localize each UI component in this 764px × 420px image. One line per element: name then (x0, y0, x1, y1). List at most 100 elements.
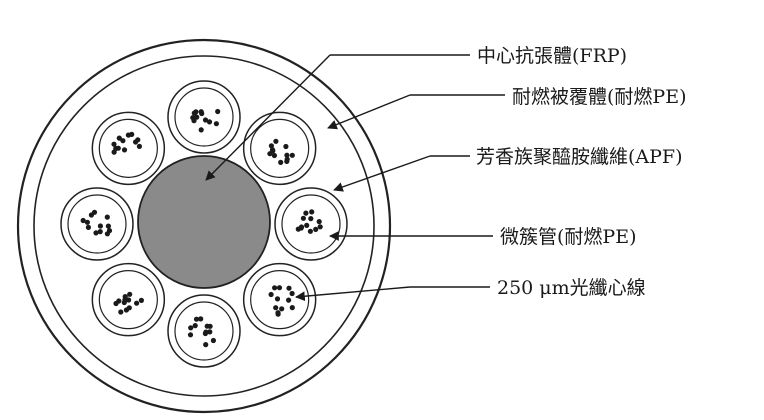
optical-fiber (80, 217, 86, 224)
microtube-inner-3 (281, 194, 341, 254)
optical-fiber (215, 108, 221, 115)
microtube-inner-5 (174, 301, 234, 361)
optical-fiber (191, 118, 197, 124)
optical-fiber (286, 285, 292, 291)
label-frp: 中心抗張體(FRP) (477, 45, 627, 67)
optical-fiber (273, 305, 279, 311)
microtube-inner-6 (98, 270, 158, 330)
microtube-inner-2 (250, 118, 310, 178)
optical-fiber (113, 300, 119, 307)
optical-fiber (121, 299, 127, 306)
optical-fiber (286, 297, 292, 303)
optical-fiber (122, 294, 128, 300)
optical-fiber (126, 297, 132, 303)
optical-fiber (202, 117, 209, 123)
optical-fiber (88, 212, 94, 218)
microtube-outer-5 (167, 294, 241, 368)
leader-aramid-arrow (333, 155, 431, 192)
microtube-outer-4 (242, 262, 317, 337)
optical-fiber (135, 137, 141, 143)
microtube-inner-1 (174, 87, 234, 147)
optical-fiber (111, 141, 117, 147)
optical-fiber (118, 309, 124, 315)
optical-fiber (138, 297, 144, 303)
optical-fiber (308, 216, 314, 222)
optical-fiber (276, 285, 283, 291)
microtube-outer-7 (60, 187, 134, 261)
optical-fiber (213, 121, 219, 127)
optical-fiber (300, 215, 306, 221)
optical-fiber (289, 152, 295, 158)
microtube-inner-8 (98, 118, 158, 178)
optical-fiber (283, 143, 289, 150)
label-microtube: 微簇管(耐燃PE) (500, 226, 636, 248)
optical-fiber (274, 296, 281, 302)
outer-jacket-ring (16, 38, 392, 414)
optical-fiber (304, 222, 310, 228)
optical-fiber (84, 219, 90, 225)
optical-fiber (203, 342, 209, 348)
optical-fiber (268, 143, 274, 149)
optical-fiber (192, 323, 198, 329)
microtube-outer-2 (242, 111, 317, 186)
optical-fiber (97, 229, 103, 235)
microtube-outer-8 (91, 111, 166, 186)
microtube-outer-6 (91, 262, 166, 337)
optical-fiber (93, 230, 99, 236)
label-aramid: 芳香族聚醯胺纖維(APF) (476, 146, 683, 168)
optical-fiber (289, 290, 295, 297)
optical-fiber (115, 145, 121, 151)
optical-fiber (284, 152, 290, 158)
optical-fiber (191, 110, 197, 116)
optical-fiber (97, 223, 103, 229)
optical-fiber (187, 332, 194, 338)
optical-fiber (198, 127, 204, 133)
optical-fiber (271, 152, 277, 159)
frp-central-strength-member (137, 155, 271, 289)
optical-fiber (120, 138, 126, 144)
optical-fiber (126, 305, 132, 311)
optical-fiber (278, 159, 284, 165)
inner-jacket-ring (33, 55, 375, 397)
optical-fiber (273, 138, 279, 144)
optical-fiber (134, 300, 140, 306)
optical-fiber (289, 305, 295, 311)
optical-fiber (210, 337, 216, 344)
optical-fiber (188, 325, 194, 331)
leader-fiber-arrow (295, 286, 411, 302)
optical-fiber (121, 147, 128, 153)
label-jacket: 耐燃被覆體(耐燃PE) (512, 86, 686, 108)
leader-frp-arrow (205, 54, 331, 181)
optical-fiber (313, 226, 319, 232)
optical-fiber (198, 109, 204, 115)
microtube-inner-4 (250, 270, 310, 330)
optical-fiber (104, 231, 110, 237)
optical-fiber (104, 214, 110, 220)
optical-fiber (272, 285, 278, 291)
optical-fiber (303, 210, 309, 216)
optical-fiber (125, 132, 131, 138)
optical-fiber (206, 119, 213, 125)
optical-fiber (136, 143, 142, 149)
optical-fiber (194, 114, 200, 120)
optical-fiber (204, 323, 210, 329)
optical-fiber (269, 147, 276, 153)
microtube-outer-1 (167, 80, 241, 154)
microtube-inner-7 (67, 194, 127, 254)
microtube-group (60, 80, 348, 368)
optical-fiber (105, 223, 111, 229)
optical-fiber (298, 224, 305, 230)
optical-fiber (127, 291, 133, 297)
optical-fiber (203, 329, 209, 335)
optical-fiber (193, 316, 200, 322)
optical-fiber (317, 224, 323, 230)
optical-fiber (85, 224, 91, 230)
optical-fiber (268, 291, 274, 298)
optical-fiber (316, 219, 322, 225)
label-fiber: 250 μm光纖心線 (497, 277, 646, 299)
microtube-outer-3 (274, 187, 348, 261)
optical-fiber (116, 135, 122, 141)
optical-fiber (284, 156, 290, 162)
